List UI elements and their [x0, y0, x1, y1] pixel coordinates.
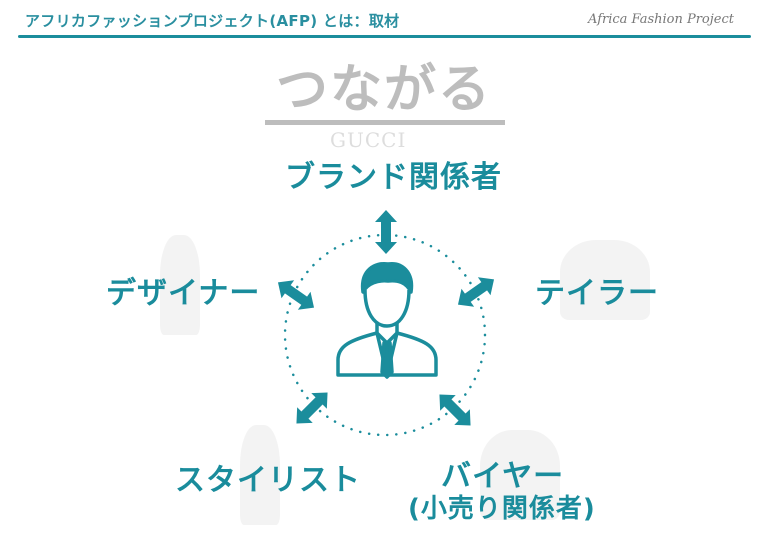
- ghost-figure-bottom-left: [240, 425, 280, 525]
- header-divider: [18, 35, 751, 38]
- arrow-left-icon: [271, 273, 321, 317]
- arrow-bottom-left-icon: [288, 384, 336, 432]
- arrow-right-icon: [451, 270, 501, 314]
- arrow-bottom-right-icon: [431, 386, 479, 434]
- ghost-figure-left: [160, 235, 200, 335]
- ghost-figure-bottom-right: [480, 430, 560, 520]
- slide-title-underline: [265, 120, 505, 125]
- ghost-figure-right: [560, 240, 650, 320]
- node-tailor-label: テイラー: [535, 276, 659, 311]
- node-buyer-label: バイヤー: [441, 459, 565, 494]
- dotted-circle: [283, 233, 487, 437]
- node-stylist-label: スタイリスト: [175, 463, 361, 498]
- arrow-top-icon: [375, 210, 397, 254]
- node-buyer-sublabel: (小売り関係者): [408, 494, 596, 524]
- header-title: アフリカファッションプロジェクト(AFP) とは：取材: [25, 12, 400, 30]
- node-brand-label: ブランド関係者: [285, 160, 502, 195]
- ghost-brand-logo-text: GUCCI: [330, 128, 407, 152]
- slide-title: つながる: [275, 60, 492, 120]
- header-brand-logo: Africa Fashion Project: [588, 12, 734, 27]
- node-designer-label: デザイナー: [106, 276, 261, 311]
- businessman-icon: [336, 261, 438, 379]
